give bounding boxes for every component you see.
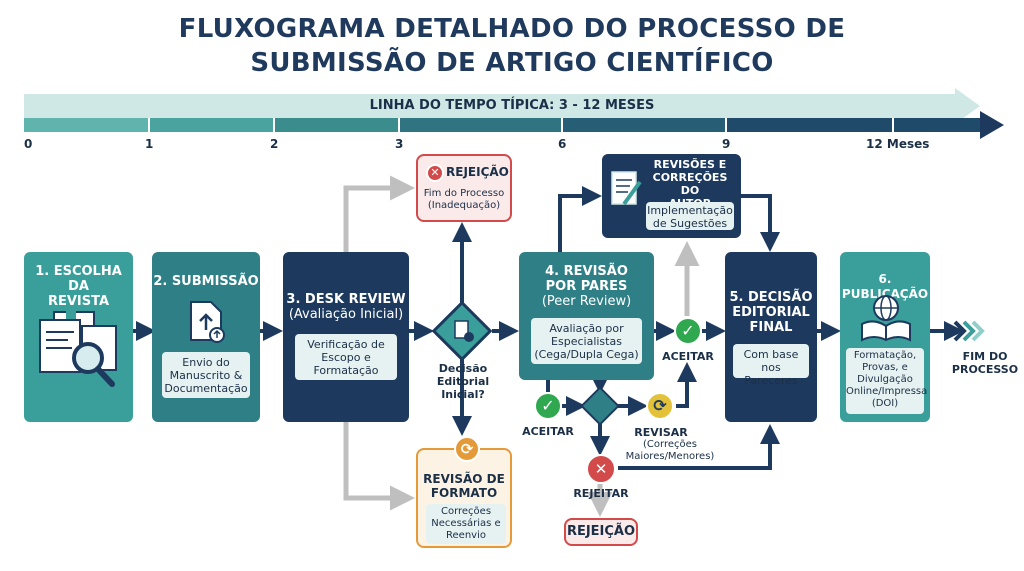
page-title: FLUXOGRAMA DETALHADO DO PROCESSO DE SUBM… (0, 12, 1024, 80)
title-line-1: FLUXOGRAMA DETALHADO DO PROCESSO DE (178, 14, 846, 44)
timeline-arrow (24, 88, 1004, 139)
step-2-title: 2. SUBMISSÃO (153, 274, 259, 289)
timeline-tick-3: 3 (395, 137, 404, 151)
author-revisions-description: Implementação de Sugestões (646, 202, 734, 230)
x-icon: ✕ (586, 454, 616, 484)
journal-search-icon (39, 310, 117, 387)
upload-document-icon (190, 301, 225, 343)
check-icon: ✓ (534, 392, 562, 420)
refresh-icon: ⟳ (454, 436, 480, 462)
step-3-description: Verificação de Escopo e Formatação (295, 334, 397, 380)
format-revision-title: REVISÃO DE FORMATO (423, 472, 505, 500)
step-4-box: 4. REVISÃO POR PARES (Peer Review) Avali… (519, 252, 654, 380)
decision-diamond-review (580, 386, 620, 426)
flow-arrows (133, 186, 964, 470)
check-icon: ✓ (674, 317, 702, 345)
timeline-tick-0: 0 (24, 137, 33, 151)
reject-label: REJEITAR (573, 487, 629, 500)
edit-document-icon (611, 171, 642, 206)
step-3-title: 3. DESK REVIEW (Avaliação Inicial) (286, 292, 406, 322)
end-chevrons (953, 320, 985, 342)
step-4-title: 4. REVISÃO POR PARES (Peer Review) (541, 264, 632, 309)
gray-arrows (343, 175, 700, 517)
revise-sub-label: (Correções Maiores/Menores) (625, 439, 715, 462)
timeline-tick-1: 1 (145, 137, 154, 151)
globe-book-icon (861, 295, 911, 342)
timeline-label: LINHA DO TEMPO TÍPICA: 3 - 12 MESES (369, 98, 655, 113)
format-revision-description: Correções Necessárias e Reenvio (426, 504, 506, 544)
step-5-box: 5. DECISÃO EDITORIAL FINAL Com base nos … (725, 252, 817, 422)
decision-diamond-initial (431, 300, 493, 362)
timeline-tick-9: 9 (722, 137, 731, 151)
step-6-box: 6. PUBLICAÇÃO Formatação, Provas, e Divu… (840, 252, 930, 422)
step-1-box: 1. ESCOLHA DA REVISTA (24, 252, 133, 422)
timeline-tick-12: 12 Meses (866, 137, 930, 151)
refresh-icon: ⟳ (646, 392, 674, 420)
step-4-description: Avaliação por Especialistas (Cega/Dupla … (531, 318, 642, 364)
step-2-box: 2. SUBMISSÃO Envio do Manuscrito & Docum… (152, 252, 260, 422)
rejection-top-box: ✕ REJEIÇÃO Fim do Processo (Inadequação) (416, 154, 512, 222)
step-2-description: Envio do Manuscrito & Documentação (162, 352, 250, 398)
step-5-description: Com base nos Pareceres (733, 344, 809, 387)
accept-top-label: ACEITAR (662, 350, 714, 363)
step-5-title: 5. DECISÃO EDITORIAL FINAL (729, 290, 813, 335)
format-revision-box: ⟳ REVISÃO DE FORMATO Correções Necessári… (416, 436, 512, 548)
x-icon: ✕ (426, 164, 444, 182)
step-1-title: 1. ESCOLHA DA REVISTA (35, 264, 122, 309)
step-3-box: 3. DESK REVIEW (Avaliação Inicial) Verif… (283, 252, 409, 422)
step-6-description: Formatação, Provas, e Divulgação Online/… (846, 348, 927, 414)
title-line-2: SUBMISSÃO DE ARTIGO CIENTÍFICO (250, 48, 774, 78)
revise-label: REVISAR (634, 426, 688, 439)
timeline-tick-6: 6 (558, 137, 567, 151)
rejection-top-description: Fim do Processo (Inadequação) (423, 188, 505, 211)
decision-initial-label: Decisão Editorial Inicial? (436, 362, 490, 401)
author-revisions-box: REVISÕES E CORREÇÕES DO AUTOR Implementa… (602, 154, 741, 238)
timeline-tick-2: 2 (270, 137, 279, 151)
rejection-bottom-box: REJEIÇÃO (564, 518, 638, 546)
accept-bottom-label: ACEITAR (522, 425, 574, 438)
step-6-title: 6. PUBLICAÇÃO (841, 272, 929, 301)
end-of-process-label: FIM DO PROCESSO (951, 350, 1019, 376)
rejection-top-title: REJEIÇÃO (446, 165, 509, 179)
